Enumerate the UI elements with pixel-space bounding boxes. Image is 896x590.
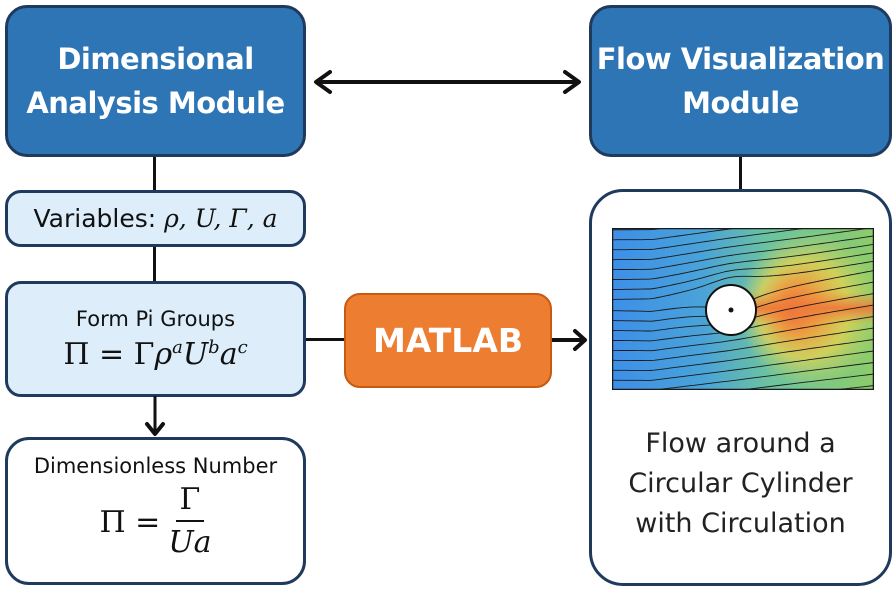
streamline [612,228,811,251]
streamline [612,339,874,371]
pi-groups-equation: Π = ΓρaUbac [63,336,248,372]
right-arrow-icon [552,329,587,351]
fraction-denominator: Ua [168,525,212,560]
streamline [612,243,874,281]
streamline [612,235,874,271]
module-title-line2: Analysis Module [26,86,285,120]
visualization-panel: Flow around a Circular Cylinder with Cir… [589,189,892,586]
connector-line [153,157,156,191]
flow-visualization-module: Flow Visualization Module [589,5,892,157]
variables-list: ρ, U, Γ, a [164,203,278,233]
cylinder-center-dot [728,307,734,313]
dimensionless-equation: Π = Γ Ua [99,480,211,564]
dimensionless-title: Dimensionless Number [33,454,278,478]
fraction: Γ Ua [168,480,211,564]
variables-label: Variables: [33,203,165,233]
panel-caption: Flow around a Circular Cylinder with Cir… [628,428,853,539]
streamline [612,252,874,290]
matlab-label: MATLAB [372,321,524,360]
down-arrow-icon [145,396,165,436]
module-title-line1: Dimensional [57,42,254,76]
form-pi-groups-box: Form Pi Groups Π = ΓρaUbac [5,281,306,397]
streamline [612,316,874,352]
streamline [612,260,874,300]
streamline [612,228,669,231]
module-title-line1: Flow Visualization [596,42,885,76]
streamline [612,362,874,390]
streamline [612,327,874,362]
dimensional-analysis-module: Dimensional Analysis Module [5,5,306,157]
variables-box: Variables: ρ, U, Γ, a [5,190,306,247]
module-title-line2: Module [682,86,799,120]
matlab-box: MATLAB [344,293,552,388]
dimensionless-number-box: Dimensionless Number Π = Γ Ua [5,437,306,585]
connector-line [153,246,156,282]
bidirectional-arrow-icon [314,70,581,94]
plot-border [612,228,874,390]
streamline-plot [612,228,874,390]
streamline [612,228,874,261]
streamline [612,350,874,381]
fraction-numerator: Γ [175,480,205,522]
connector-line [739,157,742,191]
pi-groups-title: Form Pi Groups [75,306,236,331]
connector-line [306,338,346,341]
streamline [612,228,741,241]
